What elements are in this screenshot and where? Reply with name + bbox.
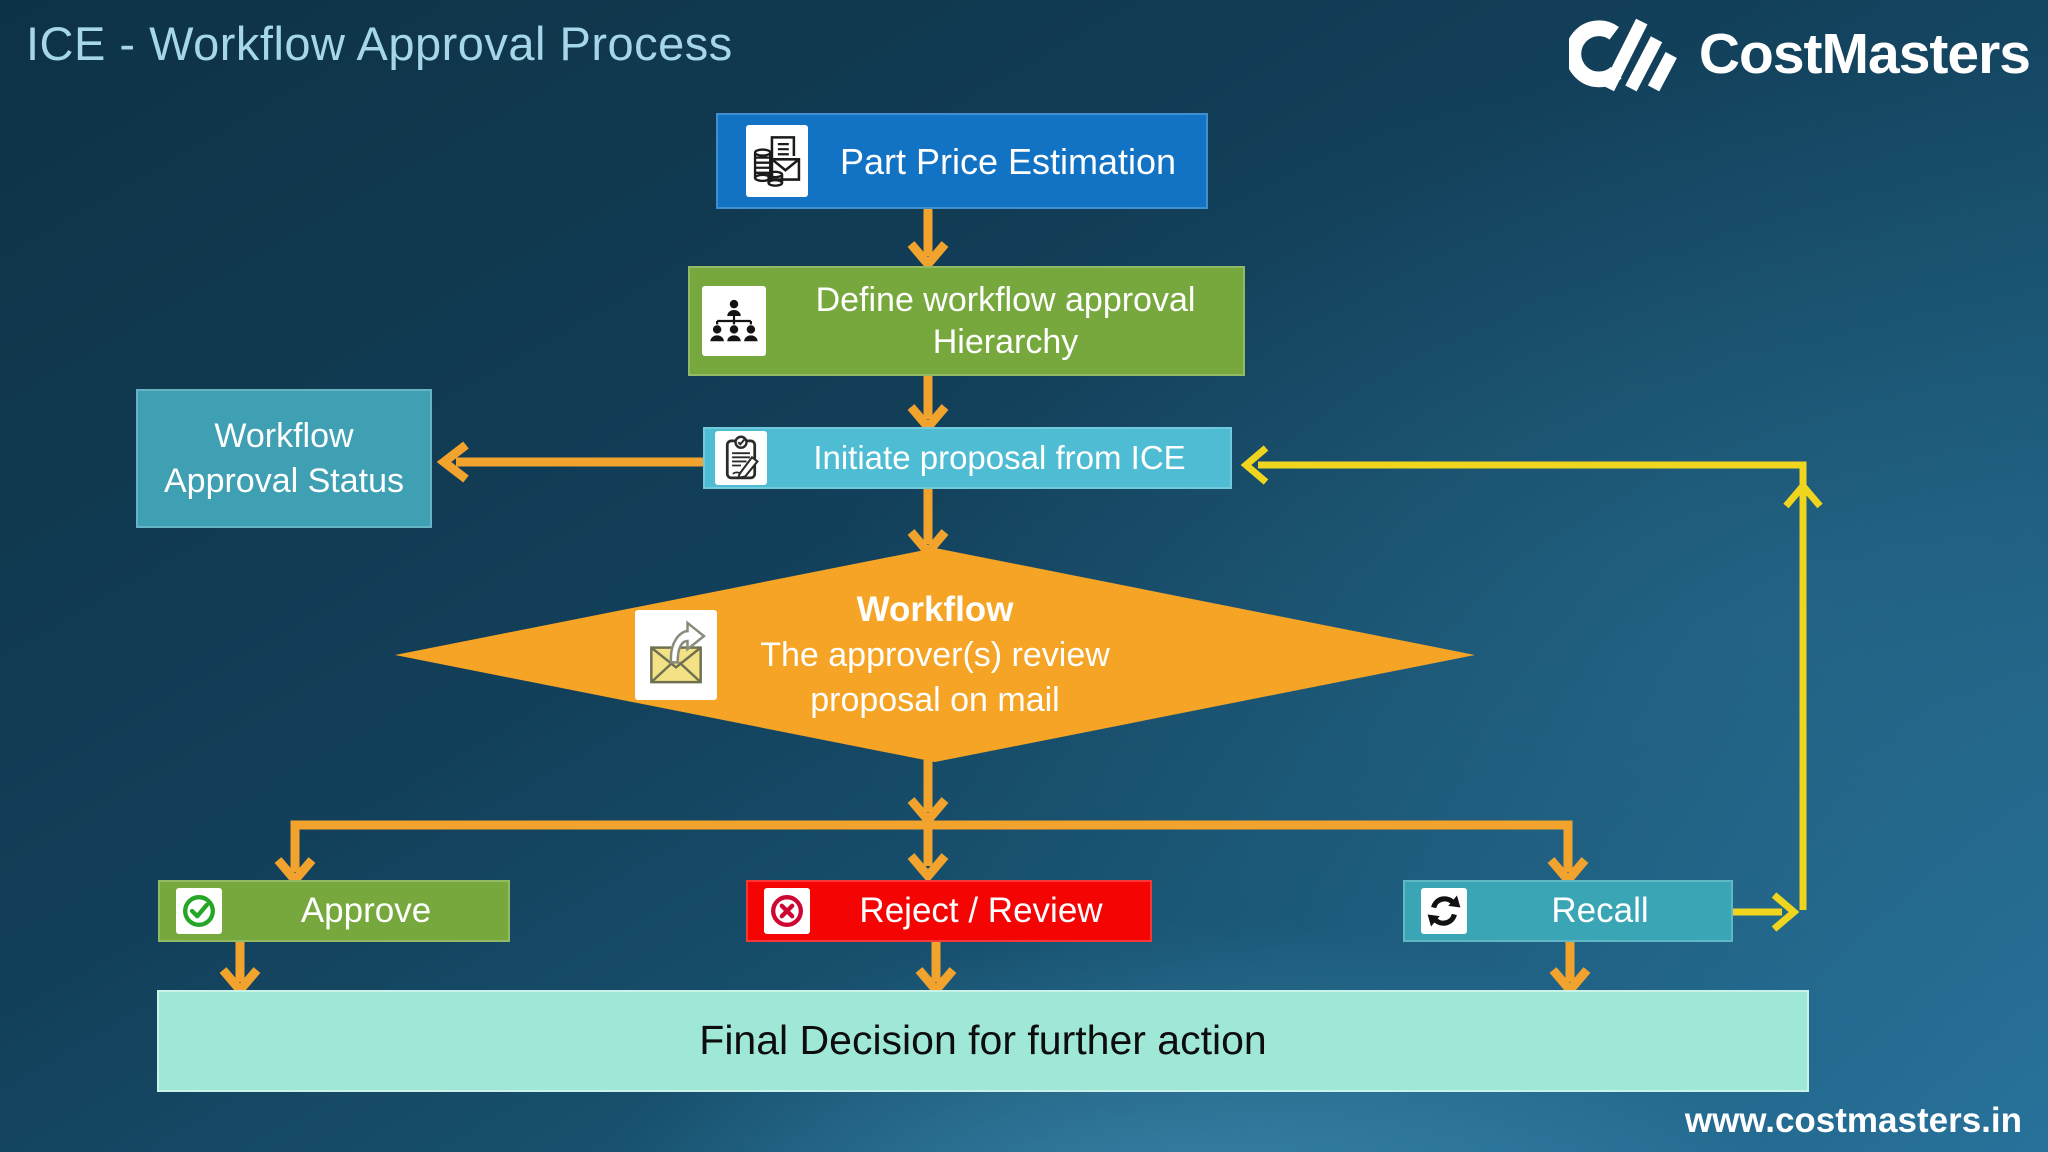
node-label: Define workflow approval Hierarchy <box>766 279 1245 364</box>
mail-forward-icon <box>635 610 717 700</box>
node-label: Final Decision for further action <box>699 1017 1267 1064</box>
node-approve: Approve <box>158 880 510 942</box>
website-url: www.costmasters.in <box>1684 1101 2022 1140</box>
node-label: Reject / Review <box>859 891 1103 931</box>
cancel-circle-icon <box>764 888 810 934</box>
node-label-text: Define workflow approval Hierarchy <box>815 280 1196 362</box>
check-circle-icon <box>176 888 222 934</box>
node-workflow-approval-status: Workflow Approval Status <box>136 389 432 528</box>
node-label: Part Price Estimation <box>839 140 1177 182</box>
brand-logo: CostMasters <box>1568 10 2031 98</box>
node-label: Recall <box>1551 891 1649 931</box>
node-recall: Recall <box>1403 880 1733 942</box>
org-hierarchy-icon <box>702 286 766 356</box>
costmasters-logo-icon <box>1568 18 1677 92</box>
clipboard-check-icon <box>715 431 767 485</box>
node-label: Workflow The approver(s) review proposal… <box>735 548 1135 762</box>
node-define-workflow-hierarchy: Define workflow approval Hierarchy <box>688 266 1245 376</box>
node-label: Initiate proposal from ICE <box>813 439 1186 477</box>
coins-document-icon <box>746 125 808 197</box>
node-part-price-estimation: Part Price Estimation <box>716 113 1208 209</box>
node-final-decision: Final Decision for further action <box>157 990 1809 1092</box>
page-title: ICE - Workflow Approval Process <box>26 17 733 70</box>
node-workflow-review-decision: Workflow The approver(s) review proposal… <box>395 548 1475 762</box>
diamond-subtitle: The approver(s) review proposal on mail <box>760 636 1110 720</box>
refresh-icon <box>1421 888 1467 934</box>
node-label: Workflow Approval Status <box>163 417 405 500</box>
node-label: Approve <box>300 891 432 931</box>
node-reject-review: Reject / Review <box>746 880 1152 942</box>
diamond-title: Workflow <box>856 590 1014 630</box>
brand-name: CostMasters <box>1698 22 2031 86</box>
node-initiate-proposal: Initiate proposal from ICE <box>703 427 1232 489</box>
